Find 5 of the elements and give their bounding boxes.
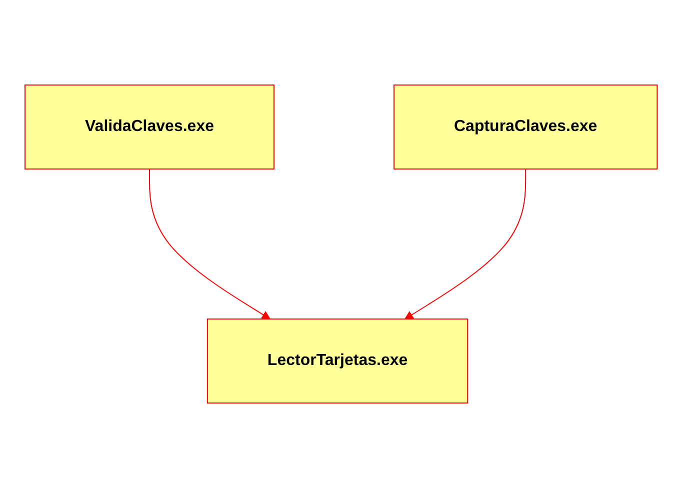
node-box: LectorTarjetas.exe — [207, 318, 469, 403]
arrow — [405, 168, 526, 319]
node-box: CapturaClaves.exe — [394, 84, 658, 169]
node-box: ValidaClaves.exe — [24, 84, 275, 169]
arrow — [149, 168, 271, 319]
